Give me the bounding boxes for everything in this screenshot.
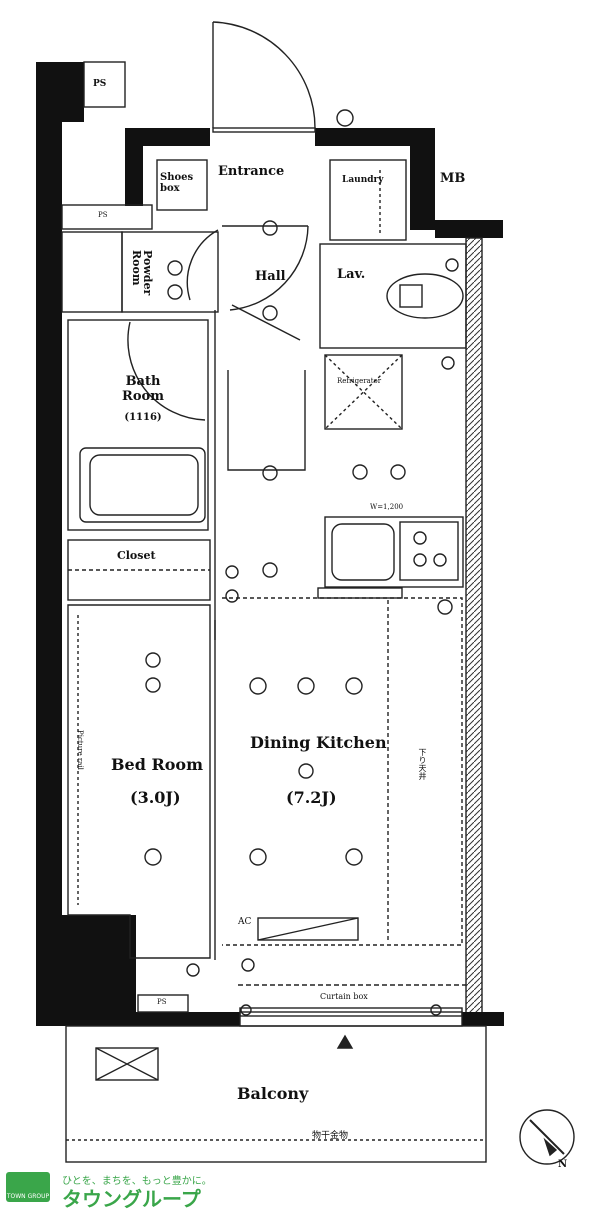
company-logo: TOWN GROUP ひとを、まちを、もっと豊かに。 タウングループ bbox=[0, 1170, 260, 1211]
ps-left-label: PS bbox=[98, 211, 108, 219]
ac-label: AC bbox=[238, 917, 252, 927]
dining-kitchen-label: Dining Kitchen bbox=[250, 733, 387, 752]
bed-room-size-label: (3.0J) bbox=[130, 788, 181, 807]
hall-label: Hall bbox=[255, 269, 286, 284]
left-exterior-wall bbox=[36, 62, 62, 1022]
laundry-label: Laundry bbox=[342, 175, 384, 185]
tree-logo-icon: TOWN GROUP bbox=[6, 1172, 50, 1202]
bed-room-label: Bed Room bbox=[111, 755, 204, 774]
entrance-label: Entrance bbox=[218, 164, 285, 179]
lav-label: Lav. bbox=[337, 267, 366, 282]
bath-room-label: Bath Room bbox=[122, 374, 164, 404]
logo-name: タウングループ bbox=[62, 1187, 201, 1211]
dining-kitchen-size-label: (7.2J) bbox=[286, 788, 337, 807]
ps-top-label: PS bbox=[93, 79, 107, 89]
logo-mark-text: TOWN GROUP bbox=[6, 1193, 50, 1200]
powder-room-label: Powder Room bbox=[130, 250, 154, 296]
logo-tagline: ひとを、まちを、もっと豊かに。 bbox=[62, 1176, 212, 1187]
ceiling-note-label: 下り天井 bbox=[418, 748, 427, 780]
ps-bottom-label: PS bbox=[157, 998, 167, 1006]
picture-rail-label: Picture rail bbox=[76, 730, 84, 770]
shoes-box-label: Shoes box bbox=[160, 172, 194, 194]
bath-size-label: (1116) bbox=[124, 412, 162, 423]
north-label: N bbox=[558, 1159, 568, 1170]
balcony-label: Balcony bbox=[237, 1084, 309, 1103]
curtain-box-label: Curtain box bbox=[320, 992, 368, 1001]
refrigerator-label: Refrigerator bbox=[337, 377, 382, 385]
w-dimension-label: W=1,200 bbox=[370, 503, 404, 511]
handrail-label: 物干金物 bbox=[312, 1131, 349, 1141]
closet-label: Closet bbox=[117, 549, 156, 562]
mb-label: MB bbox=[440, 171, 466, 186]
